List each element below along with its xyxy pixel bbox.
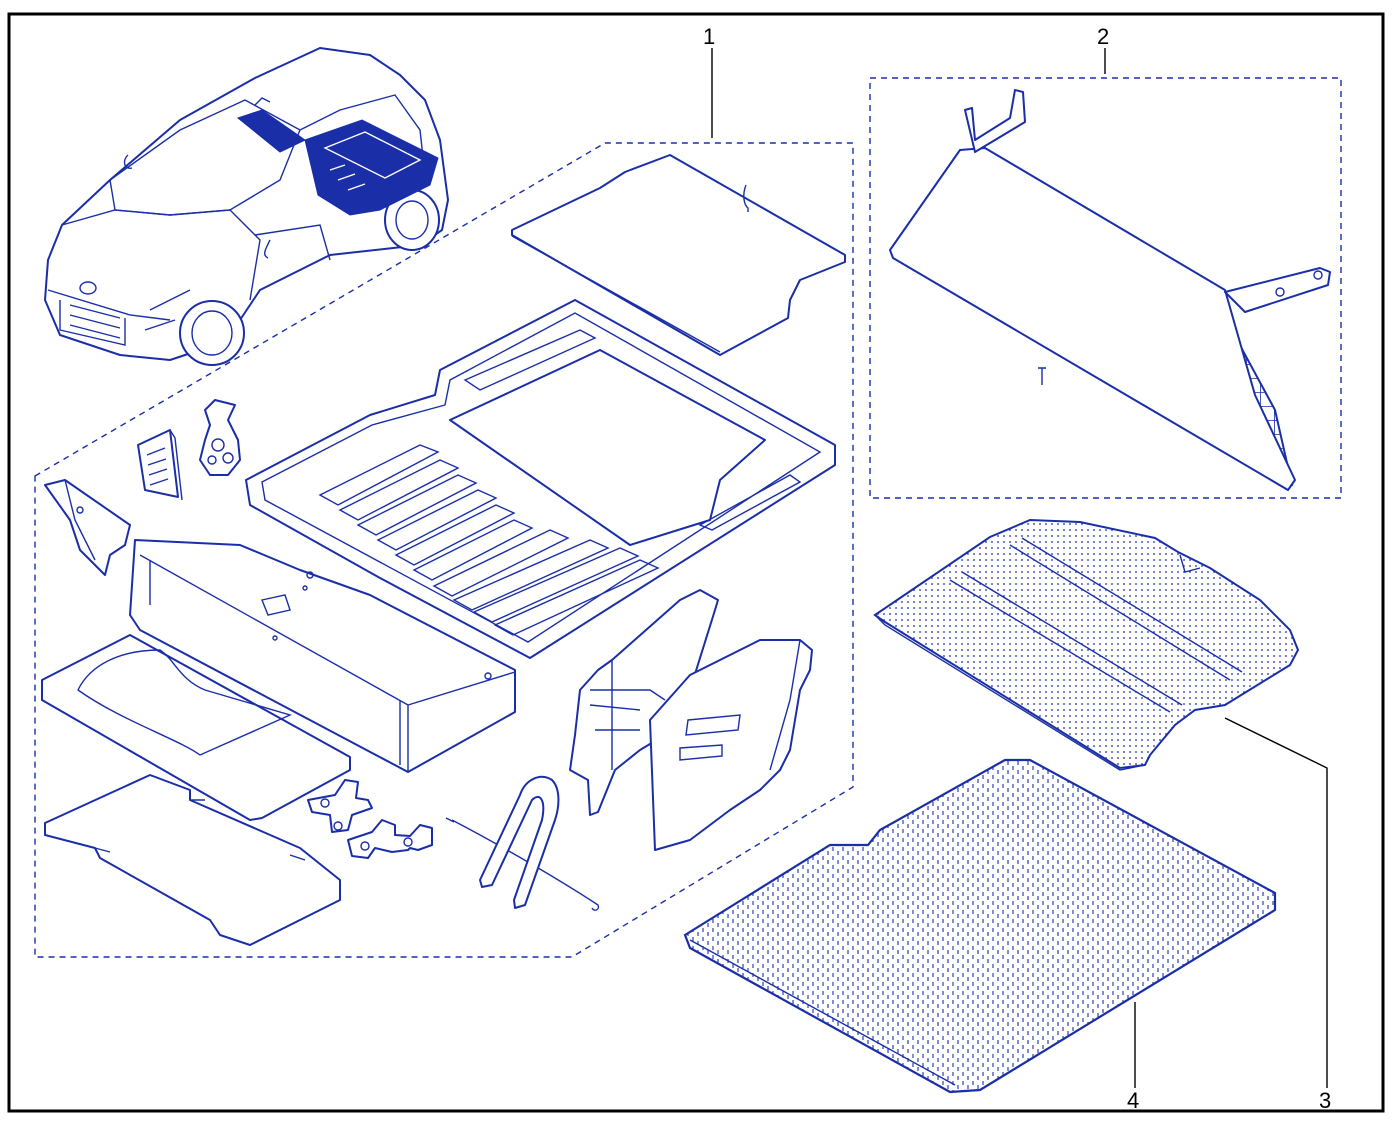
mounting-brackets bbox=[307, 779, 433, 859]
callout-3: 3 bbox=[1224, 717, 1331, 1113]
hardware-bag bbox=[199, 399, 241, 476]
floor-mat bbox=[683, 758, 1277, 1094]
svg-text:2: 2 bbox=[1097, 24, 1109, 49]
u-handle bbox=[479, 775, 560, 909]
base-board bbox=[41, 634, 351, 821]
boot-cover-panel bbox=[511, 154, 846, 356]
callout-4: 4 bbox=[1127, 1002, 1139, 1113]
callout-1: 1 bbox=[703, 24, 715, 138]
kit-2-outline bbox=[869, 77, 1342, 499]
lower-floor-panel bbox=[44, 774, 341, 946]
boot-liner-mat bbox=[873, 518, 1300, 771]
vehicle-illustration bbox=[44, 47, 449, 366]
svg-text:4: 4 bbox=[1127, 1088, 1139, 1113]
svg-text:1: 1 bbox=[703, 24, 715, 49]
right-side-trim-right bbox=[649, 639, 813, 851]
callout-2: 2 bbox=[1097, 24, 1109, 74]
kit-1-outline bbox=[34, 142, 854, 958]
floor-tray bbox=[245, 299, 836, 659]
outer-border bbox=[7, 12, 1385, 1113]
storage-box bbox=[129, 539, 516, 773]
svg-text:3: 3 bbox=[1319, 1088, 1331, 1113]
cargo-net-divider bbox=[889, 89, 1331, 491]
manual-booklet bbox=[137, 429, 183, 501]
strap-cable bbox=[451, 819, 600, 911]
left-side-bracket bbox=[44, 479, 131, 576]
